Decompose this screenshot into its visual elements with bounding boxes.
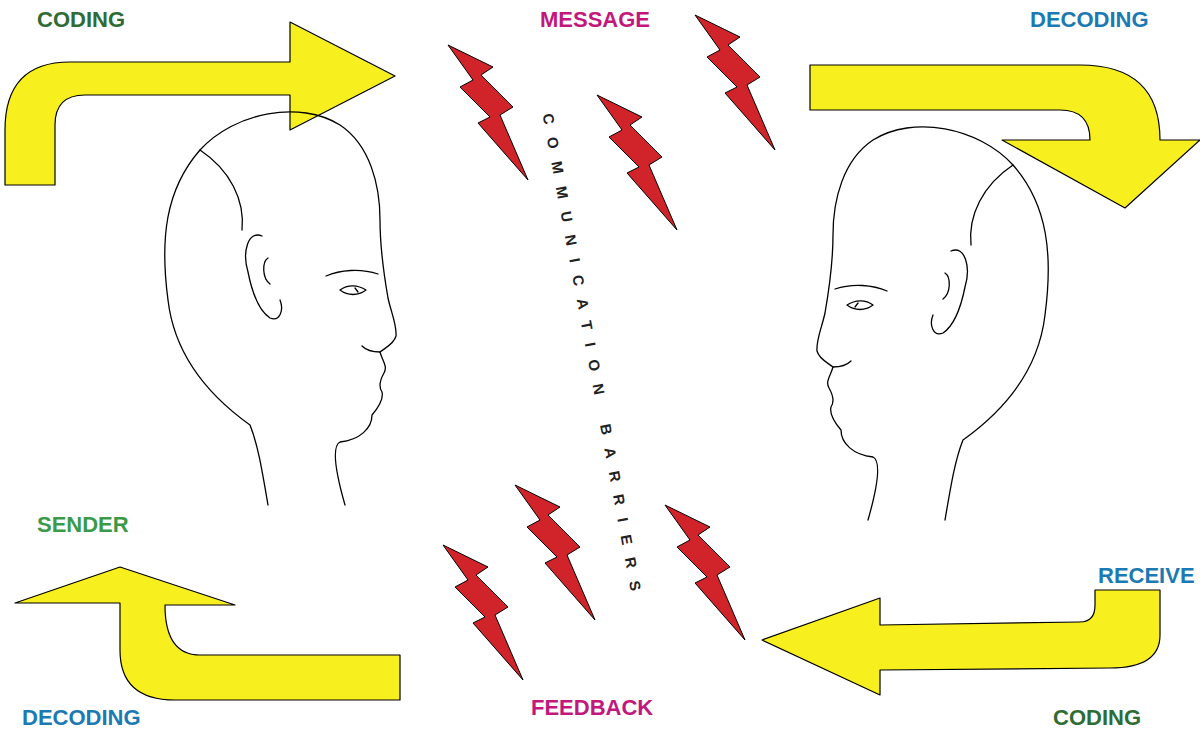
message-label: MESSAGE <box>540 9 650 31</box>
role-label: SENDER <box>37 514 129 536</box>
step-label: CODING <box>1053 707 1141 729</box>
step-label: DECODING <box>22 707 141 729</box>
step-label: CODING <box>37 9 125 31</box>
feedback-label: FEEDBACK <box>531 697 653 719</box>
step-label: DECODING <box>1030 9 1149 31</box>
role-label: RECEIVE <box>1098 565 1195 587</box>
